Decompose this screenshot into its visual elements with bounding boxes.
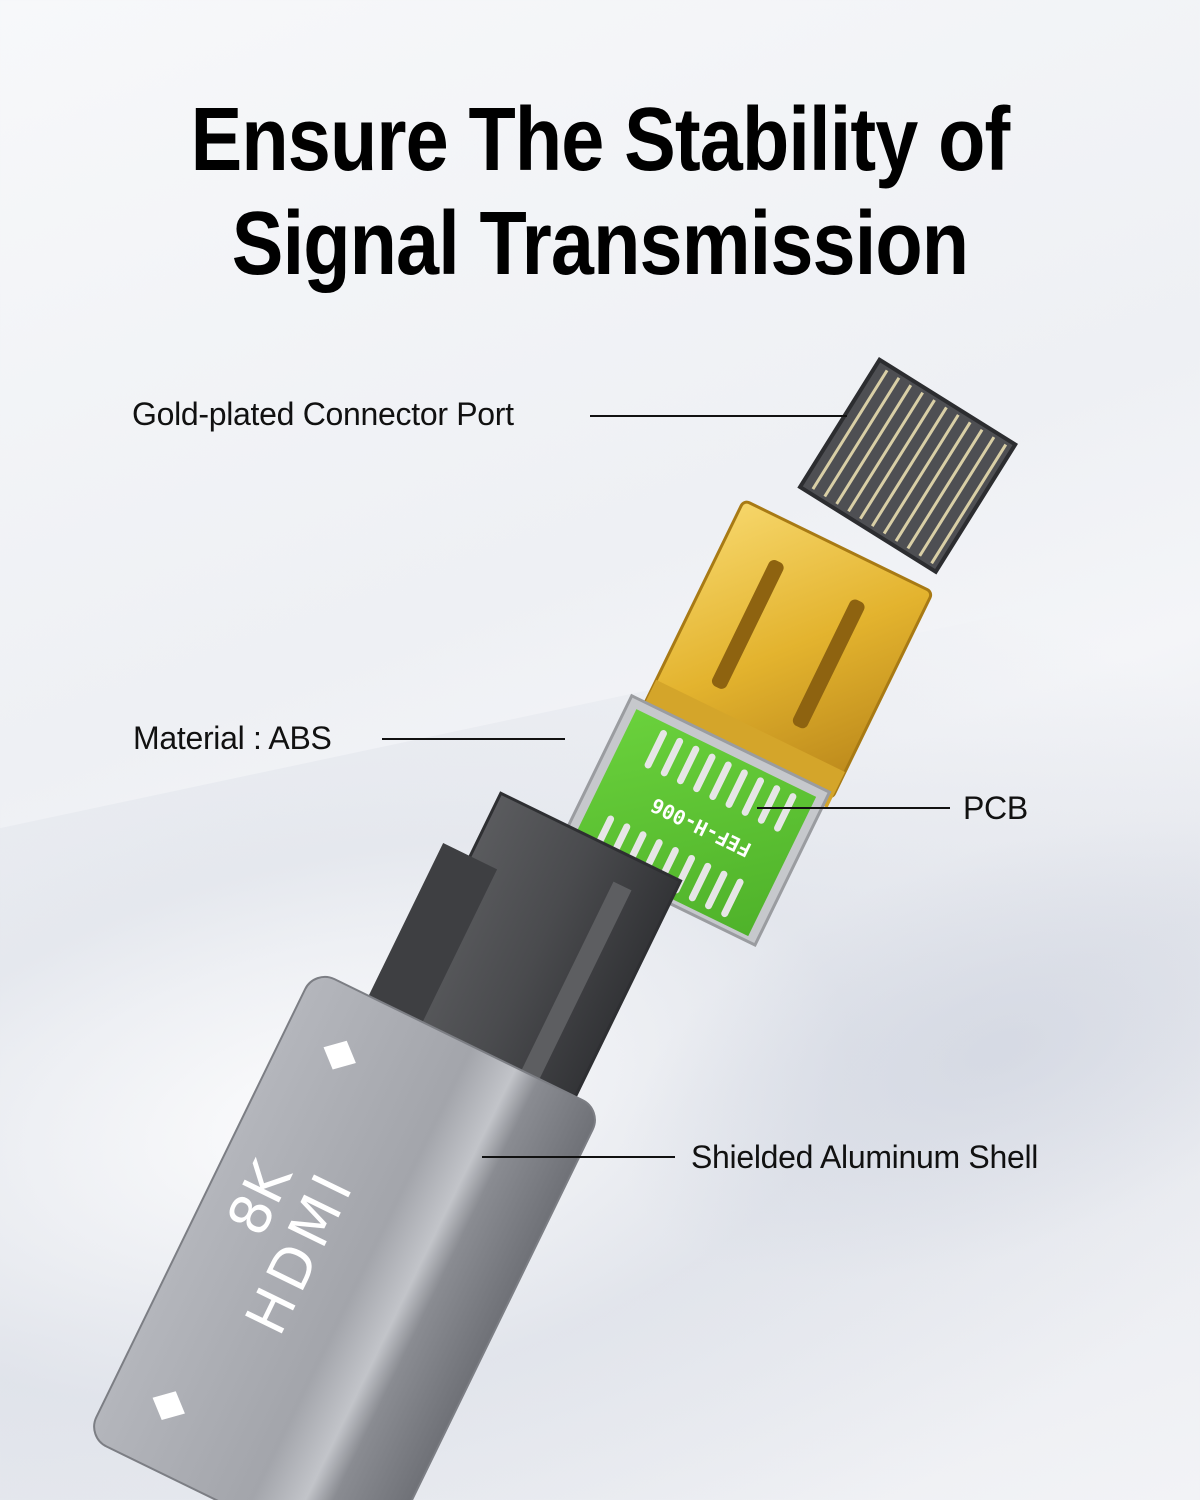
callout-gold-plated-connector-port: Gold-plated Connector Port bbox=[132, 396, 514, 432]
aluminum-shell: 8K HDMI bbox=[93, 975, 596, 1500]
page-title: Ensure The Stability of Signal Transmiss… bbox=[84, 88, 1116, 296]
title-line-2: Signal Transmission bbox=[231, 194, 969, 294]
pcb-board: FEF-H-006 bbox=[555, 693, 832, 948]
leader-line-pcb bbox=[757, 807, 950, 809]
leader-line-shell bbox=[482, 1156, 675, 1158]
pin-strip bbox=[797, 357, 1018, 575]
callout-shielded-aluminum-shell: Shielded Aluminum Shell bbox=[691, 1139, 1039, 1175]
leader-line-material bbox=[382, 738, 565, 740]
callout-pcb: PCB bbox=[963, 790, 1028, 826]
leader-line-connector-port bbox=[590, 415, 847, 417]
callout-material-abs: Material : ABS bbox=[133, 720, 332, 756]
title-line-1: Ensure The Stability of bbox=[190, 90, 1011, 190]
